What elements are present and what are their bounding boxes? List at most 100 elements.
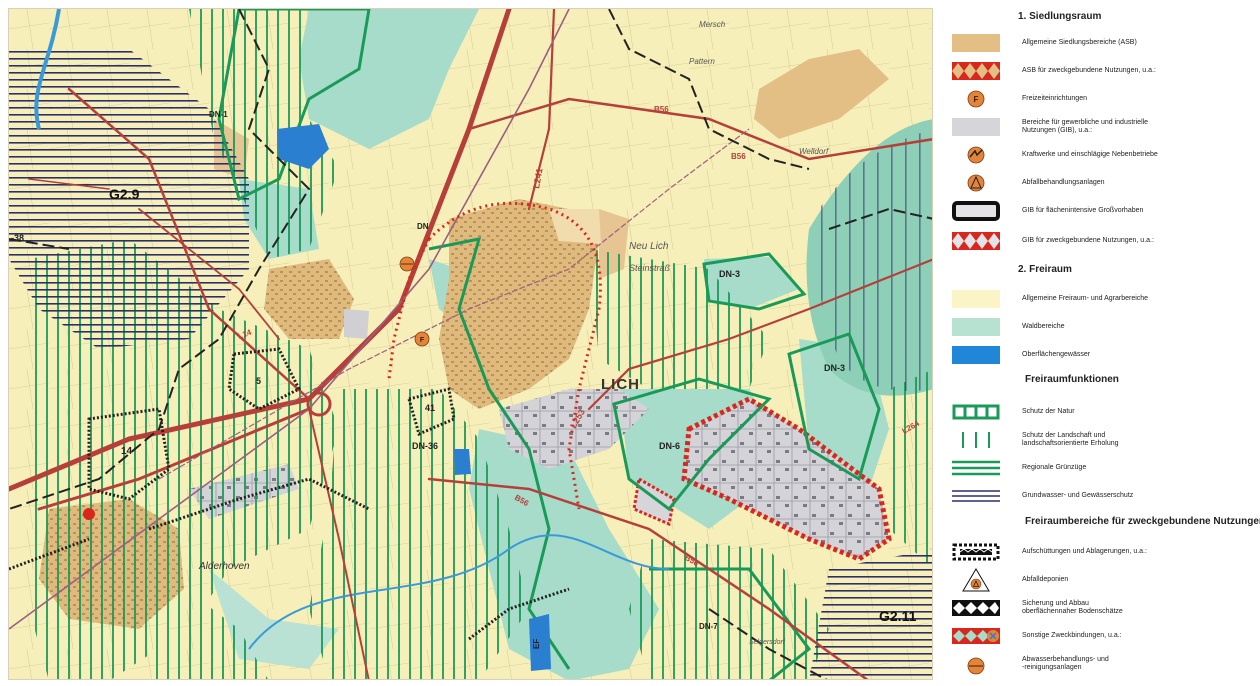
gib-gross-swatch-icon bbox=[951, 199, 1001, 223]
legend-item-freiraum: Allgemeine Freiraum- und Agrarbereiche bbox=[945, 286, 1260, 312]
freizeit-icon: F bbox=[951, 87, 1001, 111]
legend-label: Bereiche für gewerbliche und industriell… bbox=[1022, 119, 1149, 134]
label-selgersdorf: Selgersdorf bbox=[749, 639, 786, 646]
oberflaechengewaesser bbox=[529, 614, 551, 671]
verwaltungsgrenzen bbox=[9, 9, 932, 679]
label-area: DN-7 bbox=[699, 622, 718, 631]
legend-label: Oberflächengewässer bbox=[1022, 351, 1091, 358]
label-area: 41 bbox=[425, 403, 435, 413]
label-area: DN-3 bbox=[719, 269, 740, 279]
label-welldorf: Welldorf bbox=[799, 147, 829, 156]
legend-item-wasser: Oberflächengewässer bbox=[945, 342, 1260, 368]
legend-label: Abfalldeponien bbox=[1022, 576, 1069, 583]
asb-area bbox=[264, 259, 354, 339]
legend-label: Regionale Grünzüge bbox=[1022, 464, 1087, 471]
legend-label: Waldbereiche bbox=[1022, 323, 1065, 330]
regional-plan-map[interactable]: F LICH Neu Lich Steinstraß Welldorf Mers… bbox=[8, 8, 933, 680]
legend-item-abfall: Abfallbehandlungsanlagen bbox=[945, 170, 1260, 196]
asb-area bbox=[549, 209, 601, 244]
freizeit-marker: F bbox=[414, 331, 430, 347]
fluss bbox=[248, 534, 670, 650]
abwasser-icon bbox=[951, 652, 1001, 676]
abfall-icon bbox=[951, 171, 1001, 195]
aufschuettung-icon bbox=[951, 540, 1001, 564]
label-area: DN-1 bbox=[209, 110, 228, 119]
legend-label: Freizeiteinrichtungen bbox=[1022, 95, 1087, 102]
legend-item-asb-zweck: ASB für zweckgebundene Nutzungen, u.a.: bbox=[945, 58, 1260, 84]
label-neu-lich: Neu Lich bbox=[629, 241, 669, 252]
map-labels: LICH Neu Lich Steinstraß Welldorf Mersch… bbox=[11, 20, 921, 649]
legend-item-gib-gross: GIB für flächenintensive Großvorhaben bbox=[945, 198, 1260, 224]
legend-item-aufschuettung: Aufschüttungen und Ablagerungen, u.a.: bbox=[945, 539, 1260, 565]
bundesautobahn bbox=[9, 9, 570, 630]
legend-item-gruenzug: Regionale Grünzüge bbox=[945, 455, 1260, 481]
asb-zweck-swatch-icon bbox=[951, 59, 1001, 83]
legend-item-natur: Schutz der Natur bbox=[945, 399, 1260, 425]
label-area: DN-36 bbox=[412, 441, 438, 451]
freiraum-swatch-icon bbox=[951, 287, 1001, 311]
legend-heading-zweckgebunden: Freiraumbereiche für zweckgebundene Nutz… bbox=[1025, 516, 1260, 527]
legend-item-bodenschaetze: Sicherung und Abbau oberflächennaher Bod… bbox=[945, 595, 1260, 621]
label-area: 14 bbox=[121, 446, 133, 457]
legend-label: GIB für zweckgebundene Nutzungen, u.a.: bbox=[1022, 237, 1154, 244]
grundwasserschutz-area bbox=[816, 129, 932, 391]
label-area: -38 bbox=[11, 233, 24, 243]
legend-label: Grundwasser- und Gewässerschutz bbox=[1022, 492, 1134, 499]
wald-area bbox=[299, 9, 479, 149]
legend-label: Aufschüttungen und Ablagerungen, u.a.: bbox=[1022, 548, 1147, 555]
legend-label: Allgemeine Siedlungsbereiche (ASB) bbox=[1022, 39, 1137, 46]
legend-item-gib: Bereiche für gewerbliche und industriell… bbox=[945, 114, 1260, 140]
legend-item-kraftwerk: Kraftwerke und einschlägige Nebenbetrieb… bbox=[945, 142, 1260, 168]
legend-item-wald: Waldbereiche bbox=[945, 314, 1260, 340]
label-area: 5 bbox=[256, 376, 261, 386]
legend-label: Sicherung und Abbau oberflächennaher Bod… bbox=[1022, 600, 1123, 615]
grundwasser-icon bbox=[951, 484, 1001, 508]
legend-heading-siedlungsraum: 1. Siedlungsraum bbox=[1018, 11, 1102, 22]
gib-area bbox=[499, 389, 649, 469]
wald-swatch-icon bbox=[951, 315, 1001, 339]
sonstige-icon bbox=[951, 624, 1001, 648]
label-area: DN bbox=[417, 222, 429, 231]
legend-item-freizeit: F Freizeiteinrichtungen bbox=[945, 86, 1260, 112]
legend-heading-freiraum: 2. Freiraum bbox=[1018, 264, 1072, 275]
label-road: L241 bbox=[531, 167, 544, 189]
label-area: DN-6 bbox=[659, 441, 680, 451]
deponie-icon bbox=[951, 568, 1001, 592]
legend-label: Abfallbehandlungsanlagen bbox=[1022, 179, 1105, 186]
natur-icon bbox=[951, 400, 1001, 424]
oberflaechengewaesser bbox=[277, 124, 329, 169]
legend-label: Sonstige Zweckbindungen, u.a.: bbox=[1022, 632, 1122, 639]
wasser-swatch-icon bbox=[951, 343, 1001, 367]
legend-label: GIB für flächenintensive Großvorhaben bbox=[1022, 207, 1144, 214]
abwasser-marker bbox=[399, 256, 415, 272]
legend-label: Allgemeine Freiraum- und Agrarbereiche bbox=[1022, 295, 1149, 302]
label-area: G2.9 bbox=[109, 186, 140, 202]
svg-text:F: F bbox=[420, 337, 425, 344]
kraftwerk-icon bbox=[951, 143, 1001, 167]
label-road: B56 bbox=[654, 105, 669, 114]
landschaft-icon bbox=[951, 428, 1001, 452]
legend-label: Schutz der Natur bbox=[1022, 408, 1075, 415]
legend-item-sonstige: Sonstige Zweckbindungen, u.a.: bbox=[945, 623, 1260, 649]
legend-heading-freiraumfunktionen: Freiraumfunktionen bbox=[1025, 374, 1119, 385]
bodenschaetze-icon bbox=[951, 596, 1001, 620]
asb-swatch-icon bbox=[951, 31, 1001, 55]
gib-area bbox=[344, 309, 369, 339]
gib-swatch-icon bbox=[951, 115, 1001, 139]
oberflaechengewaesser bbox=[454, 449, 471, 475]
legend-item-abwasser: Abwasserbehandlungs- und -reinigungsanla… bbox=[945, 651, 1260, 677]
label-lich: LICH bbox=[601, 376, 640, 393]
legend-item-asb: Allgemeine Siedlungsbereiche (ASB) bbox=[945, 30, 1260, 56]
label-area: G2.11 bbox=[879, 608, 917, 624]
label-area: DN-3 bbox=[824, 363, 845, 373]
legend-label: ASB für zweckgebundene Nutzungen, u.a.: bbox=[1022, 67, 1156, 74]
label-area: EF bbox=[532, 639, 541, 649]
label-steinstrass: Steinstraß bbox=[629, 263, 671, 273]
legend-item-gib-zweck: GIB für zweckgebundene Nutzungen, u.a.: bbox=[945, 228, 1260, 254]
grundwasserschutz-area bbox=[809, 549, 932, 679]
legend-label: Schutz der Landschaft und landschaftsori… bbox=[1022, 432, 1119, 447]
freizeit-glyph: F bbox=[974, 95, 979, 104]
legend-label: Kraftwerke und einschlägige Nebenbetrieb… bbox=[1022, 151, 1158, 158]
gib-zweck-area bbox=[681, 396, 892, 562]
label-mersch: Mersch bbox=[699, 20, 726, 29]
